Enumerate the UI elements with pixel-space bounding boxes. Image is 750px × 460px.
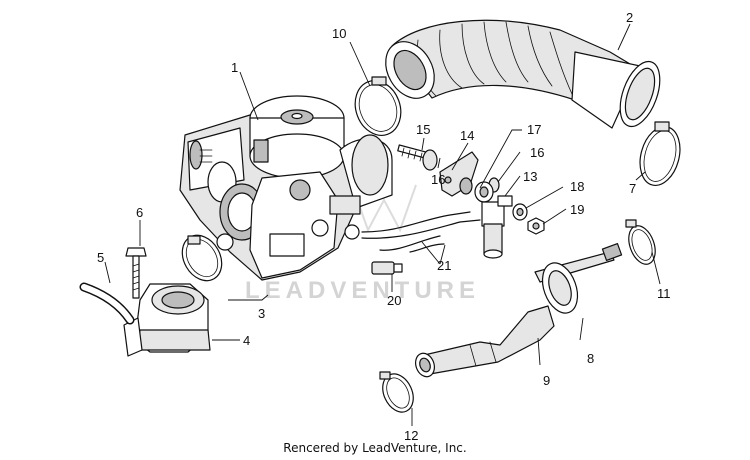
- part-bolt[interactable]: [125, 247, 147, 299]
- part-intake-manifold[interactable]: [123, 283, 211, 357]
- part-nut[interactable]: [527, 217, 545, 235]
- part-clamp-12[interactable]: [377, 369, 419, 417]
- part-clamp-3[interactable]: [174, 228, 229, 288]
- callout-3: 3: [258, 306, 265, 321]
- part-clamp-11[interactable]: [624, 219, 660, 268]
- part-hose[interactable]: [79, 282, 135, 325]
- callout-21: 21: [437, 258, 451, 273]
- callout-12: 12: [404, 428, 418, 443]
- callout-10: 10: [332, 26, 346, 41]
- callout-18: 18: [570, 179, 584, 194]
- leader-lines: [104, 23, 661, 426]
- part-carburetor[interactable]: [179, 95, 393, 281]
- part-breather-tube[interactable]: [412, 305, 555, 379]
- callout-15: 15: [416, 122, 430, 137]
- callout-16a: 16: [431, 172, 445, 187]
- part-screw[interactable]: [397, 144, 438, 171]
- callout-4: 4: [243, 333, 250, 348]
- callout-5: 5: [97, 250, 104, 265]
- callout-1: 1: [231, 60, 238, 75]
- part-fitting-17[interactable]: [474, 181, 494, 203]
- part-air-duct[interactable]: [376, 19, 668, 131]
- part-wiring[interactable]: [361, 211, 481, 253]
- callout-7: 7: [629, 181, 636, 196]
- callout-9: 9: [543, 373, 550, 388]
- part-connector[interactable]: [371, 261, 403, 275]
- callout-11: 11: [657, 286, 671, 301]
- watermark-text: LEADVENTURE: [245, 277, 480, 304]
- part-filter[interactable]: [534, 243, 623, 318]
- watermark-logo-icon: [351, 184, 417, 233]
- part-fuel-valve[interactable]: [481, 195, 513, 259]
- callout-2: 2: [626, 10, 633, 25]
- callout-19: 19: [570, 202, 584, 217]
- watermark: LEADVENTURE: [245, 184, 480, 304]
- callout-20: 20: [387, 293, 401, 308]
- callout-8: 8: [587, 351, 594, 366]
- callout-14: 14: [460, 128, 474, 143]
- callout-17: 17: [527, 122, 541, 137]
- part-washer-16a[interactable]: [459, 177, 473, 195]
- callout-6: 6: [136, 205, 143, 220]
- part-washer-18[interactable]: [512, 203, 528, 221]
- callout-labels: 1 2 3 4 5 6 7 8 9 10 11 12 13 14 15 16 1…: [97, 10, 671, 443]
- part-clamp-7[interactable]: [634, 121, 686, 190]
- callout-13: 13: [523, 169, 537, 184]
- credit-line: Rencered by LeadVenture, Inc.: [283, 441, 467, 455]
- part-clamp-10[interactable]: [348, 74, 408, 142]
- callout-16b: 16: [530, 145, 544, 160]
